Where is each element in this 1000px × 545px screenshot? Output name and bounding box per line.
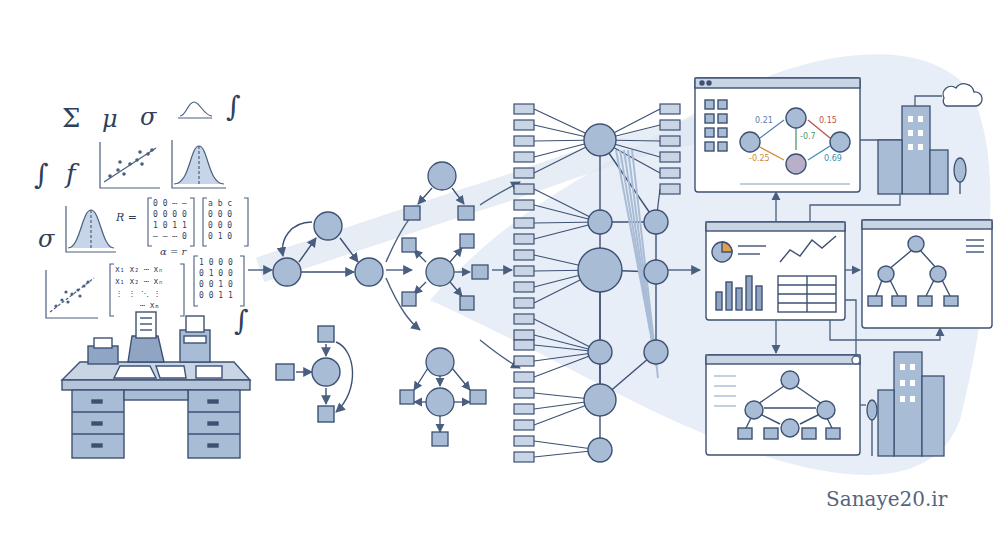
- matrix-row: ⋯ xₘ: [140, 302, 159, 311]
- edge-weight: 0.21: [754, 117, 774, 126]
- math-symbol: σ: [38, 226, 54, 252]
- matrix-row: 0 0 ⋯ –: [153, 200, 187, 209]
- matrix-row: 0 0 0 0: [153, 211, 187, 220]
- math-symbol: f: [66, 160, 76, 189]
- matrix-row: 0 0 0: [208, 222, 232, 231]
- matrix-row: x₁ x₂ ⋯ xₙ: [115, 278, 163, 287]
- matrix-row: 0 0 1 0: [199, 281, 233, 290]
- math-symbol: μ: [102, 106, 118, 132]
- math-symbol: ∫: [234, 306, 249, 337]
- edge-weight: -0.25: [748, 155, 771, 164]
- matrix-row: x₁ x₂ ⋯ xₙ: [115, 266, 163, 275]
- math-symbol: ∫: [226, 92, 241, 123]
- matrix-row: – – ⋯ 0: [153, 233, 187, 242]
- matrix-row: 0 0 0: [208, 211, 232, 220]
- matrix-row: 0 1 0: [208, 233, 232, 242]
- matrix-name: R =: [116, 212, 137, 224]
- matrix-row: a b c: [208, 200, 232, 209]
- matrix-row: 0 0 1 1: [199, 292, 233, 301]
- watermark: Sanaye20.ir: [826, 488, 947, 510]
- edge-weight: 0.69: [823, 155, 843, 164]
- matrix-row: 1 0 1 1: [153, 222, 187, 231]
- matrix-row: ⋮ ⋮ ⋱ ⋮: [115, 290, 161, 299]
- edge-weight: 0.15: [818, 117, 838, 126]
- equation: α = r: [160, 246, 186, 257]
- edge-weight: -0.7: [799, 133, 817, 142]
- matrix-row: 1 0 0 0: [199, 259, 233, 268]
- math-symbol: ∫: [34, 160, 49, 191]
- math-symbol: Σ: [62, 104, 80, 133]
- matrix-row: 0 1 0 0: [199, 270, 233, 279]
- math-symbol: σ: [140, 104, 156, 130]
